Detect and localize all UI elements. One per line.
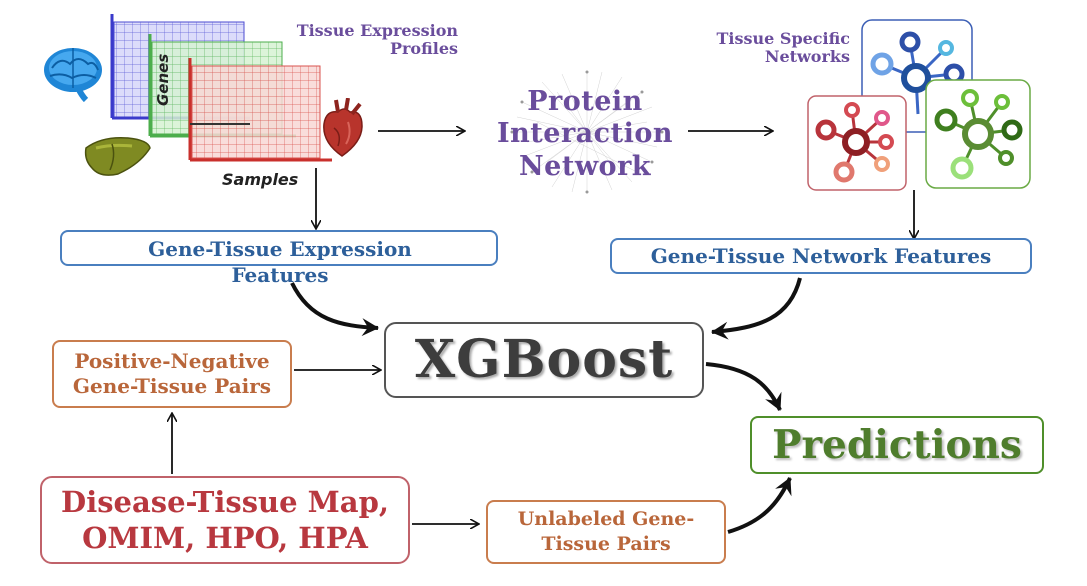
arrow-xgboost-to-predictions [705,362,782,411]
arrow-unlabeled-to-predictions [727,477,792,534]
posneg-pairs-label: Positive-Negative Gene-Tissue Pairs [72,349,272,398]
axis-label-genes: Genes [154,53,172,106]
arrow-net-features-to-xgboost [711,277,802,340]
expr-features-box [60,230,498,266]
tissue-specific-title: Tissue Specific Networks [716,29,851,66]
disease-map-label: Disease-Tissue Map, OMIM, HPO, HPA [61,484,389,555]
posneg-pairs-box: Positive-Negative Gene-Tissue Pairs [52,340,292,408]
disease-map-box: Disease-Tissue Map, OMIM, HPO, HPA [40,476,410,564]
net-features-label: Gene-Tissue Network Features [650,244,992,268]
brain-icon [44,48,102,102]
liver-icon [84,136,151,176]
xgboost-box: XGBoost [384,322,704,398]
heart-icon [323,98,363,157]
tissue-expression-title: Tissue Expression Profiles [296,21,458,58]
predictions-label: Predictions [772,421,1022,468]
ppi-label: Protein Interaction Network [497,86,673,182]
arrow-expr-features-to-xgboost [290,282,379,337]
net-features-box: Gene-Tissue Network Features [610,238,1032,274]
xgboost-label: XGBoost [414,329,674,391]
expression-profile-grids [110,14,332,162]
unlabeled-pairs-label: Unlabeled Gene-Tissue Pairs [517,508,695,555]
protein-network-hairball [510,70,664,194]
unlabeled-pairs-box: Unlabeled Gene-Tissue Pairs [486,500,726,564]
expr-features-label: Gene-Tissue Expression Features [148,237,412,287]
axis-label-samples: Samples [222,170,299,189]
predictions-box: Predictions [750,416,1044,474]
network-graph-icon [807,19,1031,191]
